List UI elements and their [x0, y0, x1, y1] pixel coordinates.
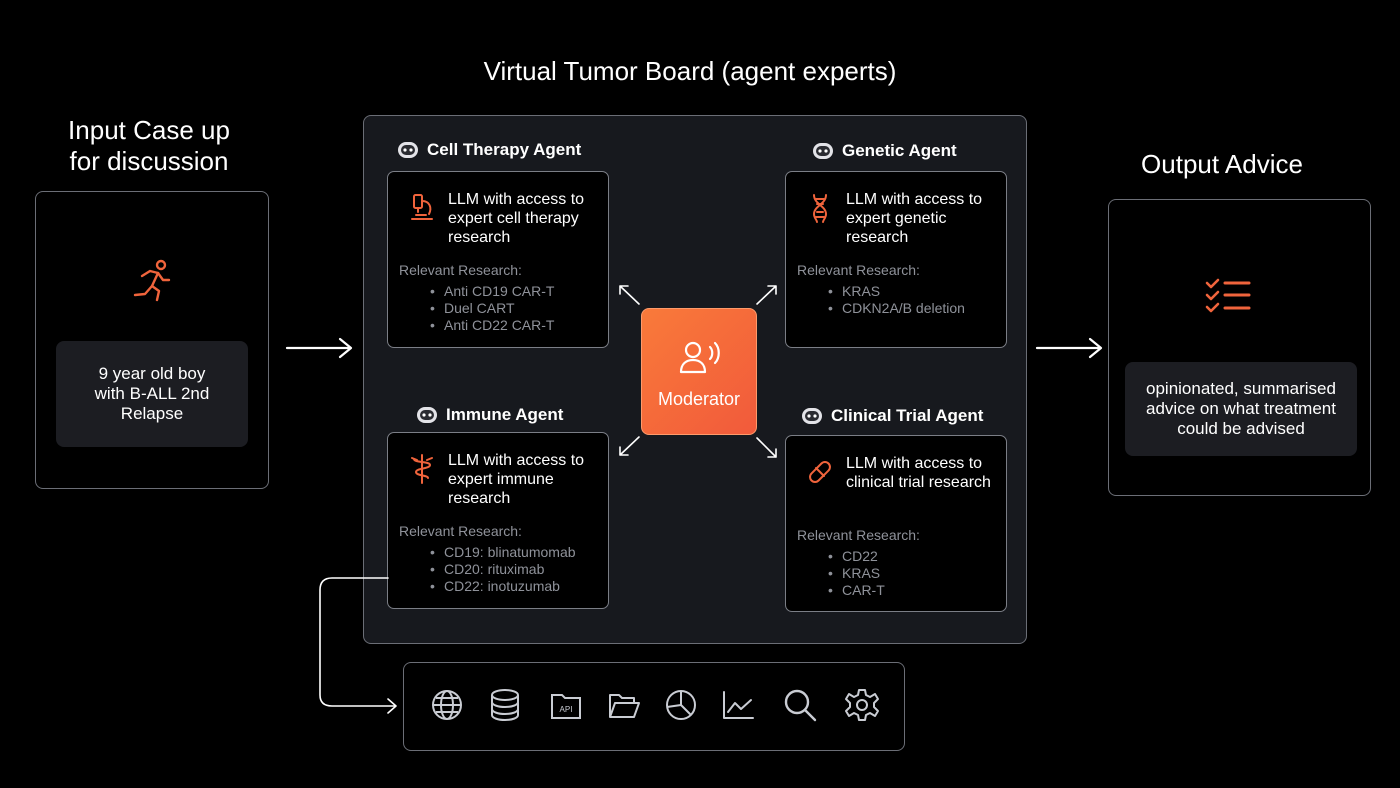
genetic-agent-title: Genetic Agent	[812, 141, 957, 161]
clinical-trial-agent-title: Clinical Trial Agent	[801, 406, 983, 426]
research-list: CD22 KRAS CAR-T	[810, 548, 885, 599]
cell-therapy-agent-card: LLM with access to expert cell therapy r…	[387, 171, 609, 348]
list-item: CD22	[828, 548, 885, 565]
cell-therapy-agent-title: Cell Therapy Agent	[397, 140, 581, 160]
cell-therapy-description: LLM with access to expert cell therapy r…	[448, 191, 585, 246]
list-item: Duel CART	[430, 300, 554, 317]
immune-agent-title: Immune Agent	[416, 405, 563, 425]
dna-icon	[806, 192, 834, 224]
robot-icon	[397, 140, 419, 160]
input-case-box: 9 year old boy with B-ALL 2nd Relapse	[35, 191, 269, 489]
tools-bar	[403, 662, 905, 751]
immune-description: LLM with access to expert immune researc…	[448, 452, 585, 507]
microscope-icon	[408, 192, 436, 224]
advice-summary-card: opinionated, summarised advice on what t…	[1125, 362, 1357, 456]
api-folder-icon[interactable]: API	[549, 688, 583, 722]
output-heading: Output Advice	[1141, 149, 1303, 179]
caduceus-icon	[408, 453, 436, 485]
checklist-icon	[1205, 278, 1251, 314]
case-summary-card: 9 year old boy with B-ALL 2nd Relapse	[56, 341, 248, 447]
list-item: Anti CD22 CAR-T	[430, 317, 555, 334]
page-title: Virtual Tumor Board (agent experts)	[483, 56, 897, 86]
tools-connector-arrow	[319, 577, 397, 714]
list-item: KRAS	[828, 283, 965, 300]
clinical-trial-agent-card: LLM with access to clinical trial resear…	[785, 435, 1007, 612]
list-item: KRAS	[828, 565, 885, 582]
input-to-board-arrow	[285, 337, 353, 359]
database-icon[interactable]	[488, 688, 522, 722]
gear-icon[interactable]	[845, 688, 879, 722]
genetic-description: LLM with access to expert genetic resear…	[846, 191, 983, 246]
list-item: CD20: rituximab	[430, 561, 576, 578]
globe-icon[interactable]	[430, 688, 464, 722]
research-list: CD19: blinatumomab CD20: rituximab CD22:…	[412, 544, 576, 595]
robot-icon	[416, 405, 438, 425]
svg-text:API: API	[560, 705, 573, 714]
genetic-agent-card: LLM with access to expert genetic resear…	[785, 171, 1007, 348]
input-heading: Input Case up for discussion	[68, 115, 230, 176]
moderator-connector-arrows	[619, 285, 777, 458]
pill-icon	[806, 456, 834, 488]
robot-icon	[812, 141, 834, 161]
research-label: Relevant Research:	[399, 523, 522, 539]
moderator-box: Moderator	[641, 308, 757, 435]
research-label: Relevant Research:	[797, 262, 920, 278]
running-person-icon	[130, 258, 174, 304]
folder-open-icon[interactable]	[607, 688, 641, 722]
list-item: CDKN2A/B deletion	[828, 300, 965, 317]
moderator-label: Moderator	[657, 389, 741, 409]
list-item: CD22: inotuzumab	[430, 578, 576, 595]
list-item: CAR-T	[828, 582, 885, 599]
pie-chart-icon[interactable]	[664, 688, 698, 722]
robot-icon	[801, 406, 823, 426]
line-chart-icon[interactable]	[721, 688, 755, 722]
immune-agent-card: LLM with access to expert immune researc…	[387, 432, 609, 609]
research-list: KRAS CDKN2A/B deletion	[810, 283, 965, 317]
research-label: Relevant Research:	[399, 262, 522, 278]
research-list: Anti CD19 CAR-T Duel CART Anti CD22 CAR-…	[412, 283, 555, 334]
speaking-person-icon	[679, 339, 722, 375]
clinical-trial-description: LLM with access to clinical trial resear…	[846, 455, 991, 491]
search-icon[interactable]	[783, 688, 817, 722]
output-advice-box: opinionated, summarised advice on what t…	[1108, 199, 1371, 496]
research-label: Relevant Research:	[797, 527, 920, 543]
board-to-output-arrow	[1035, 337, 1103, 359]
list-item: Anti CD19 CAR-T	[430, 283, 555, 300]
list-item: CD19: blinatumomab	[430, 544, 575, 561]
